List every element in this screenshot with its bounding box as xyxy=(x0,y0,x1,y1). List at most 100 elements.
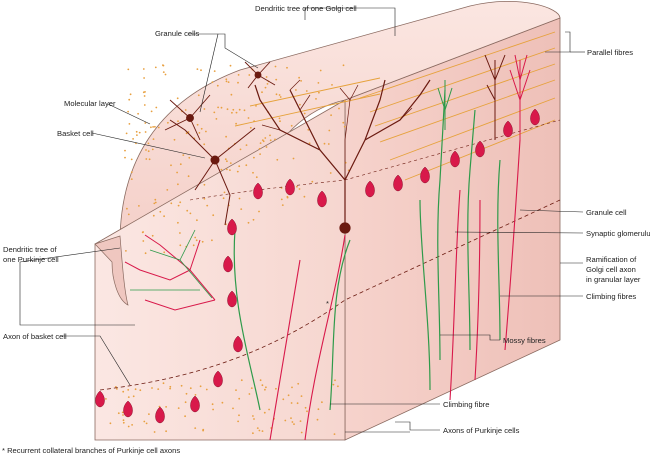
granule-dot xyxy=(247,221,250,224)
granule-dot xyxy=(163,251,166,254)
granule-dot xyxy=(165,430,168,433)
granule-dot xyxy=(169,387,172,390)
granule-dot xyxy=(330,114,332,117)
granule-dot xyxy=(245,144,248,147)
granule-dot xyxy=(306,410,308,413)
granule-dot xyxy=(215,118,218,120)
climbing-fibre xyxy=(329,239,351,411)
granule-dot xyxy=(145,149,147,151)
block-front-face xyxy=(94,99,346,441)
granule-dot xyxy=(298,76,300,79)
purkinje-cell-bodies xyxy=(95,108,540,424)
granule-dot xyxy=(196,68,199,70)
granule-dot xyxy=(145,158,148,160)
granule-dot xyxy=(225,78,228,81)
granule-dot xyxy=(264,388,266,391)
purkinje-cell-body xyxy=(227,218,237,236)
granule-dot xyxy=(116,388,118,390)
granule-dot xyxy=(308,142,311,145)
granule-dot xyxy=(151,148,154,151)
granule-dot xyxy=(240,379,243,382)
granule-dot xyxy=(248,74,251,76)
granule-dot xyxy=(276,158,279,161)
granule-dot xyxy=(338,107,340,110)
granule-dot xyxy=(213,111,216,114)
granule-dot xyxy=(186,209,189,212)
granule-dot xyxy=(212,214,215,217)
granule-dot xyxy=(337,385,339,388)
granule-dot xyxy=(317,408,320,411)
granule-dot xyxy=(316,418,319,421)
label-axons-purkinje: Axons of Purkinje cells xyxy=(443,426,520,435)
granule-dot xyxy=(166,189,169,191)
purkinje-cell-body xyxy=(223,255,233,273)
granule-dot xyxy=(177,204,180,207)
granule-dot xyxy=(290,124,293,127)
label-climbing-fibres: Climbing fibres xyxy=(586,292,636,301)
purkinje-cell-body xyxy=(190,395,200,413)
granule-dot xyxy=(300,431,303,434)
granule-dot xyxy=(235,111,238,114)
granule-dot xyxy=(279,96,282,98)
parallel-fibres-group xyxy=(234,31,556,181)
label-climbing-fibre: Climbing fibre xyxy=(443,400,489,409)
granule-dot xyxy=(229,169,231,172)
granule-dot xyxy=(238,197,241,200)
climbing-fibre xyxy=(497,159,501,341)
granule-dot xyxy=(237,74,240,76)
granule-dot xyxy=(128,98,131,101)
granule-dot xyxy=(278,94,281,96)
label-dendritic-tree-purkinje-1: Dendritic tree of xyxy=(3,245,57,254)
purkinje-cell-body xyxy=(420,166,430,184)
granule-dot xyxy=(211,239,213,242)
stellate-cell xyxy=(164,94,211,141)
granule-dot xyxy=(230,93,233,96)
granule-dot xyxy=(127,425,130,428)
granule-dot xyxy=(280,198,283,201)
granule-dot xyxy=(248,393,251,395)
label-mossy-fibres: Mossy fibres xyxy=(503,336,546,345)
granule-dot xyxy=(275,78,278,81)
purkinje-axon xyxy=(449,189,461,401)
granule-dot xyxy=(147,150,150,153)
granule-dot xyxy=(222,197,225,200)
granule-dot xyxy=(162,64,165,67)
granule-dot xyxy=(198,132,201,134)
granule-dot xyxy=(238,397,241,400)
granule-dot xyxy=(184,109,187,111)
granule-dot xyxy=(275,93,278,96)
granule-dot xyxy=(199,385,202,388)
granule-dot xyxy=(203,197,206,200)
granule-dot xyxy=(176,171,179,174)
granule-dot xyxy=(147,142,150,145)
granule-dot xyxy=(154,66,157,69)
granule-dot xyxy=(238,414,240,417)
granule-dot xyxy=(323,142,326,145)
granule-dot xyxy=(297,382,300,385)
granule-dot xyxy=(319,69,322,72)
granule-dot xyxy=(184,401,187,404)
granule-dot xyxy=(282,398,285,401)
granule-dot xyxy=(143,420,146,423)
granule-dot xyxy=(185,132,188,135)
granule-dot xyxy=(268,408,270,411)
label-ramification-1: Ramification of xyxy=(586,255,637,264)
granule-dot xyxy=(342,64,345,67)
granule-dot xyxy=(124,149,126,152)
granule-dot xyxy=(157,388,160,390)
layer-boundary xyxy=(99,199,561,391)
granule-dot xyxy=(194,394,197,396)
granule-dot xyxy=(206,204,209,207)
granule-dot xyxy=(243,109,246,112)
granule-dot xyxy=(287,394,290,397)
granule-dot xyxy=(261,384,264,387)
granule-dot xyxy=(258,147,261,150)
label-basket-cell: Basket cell xyxy=(57,129,94,138)
granule-dot xyxy=(236,170,239,173)
granule-dot xyxy=(290,417,292,419)
label-axon-basket-cell: Axon of basket cell xyxy=(3,332,67,341)
granule-dot xyxy=(164,73,167,76)
granule-dot xyxy=(296,185,298,188)
granule-dot xyxy=(144,252,147,255)
